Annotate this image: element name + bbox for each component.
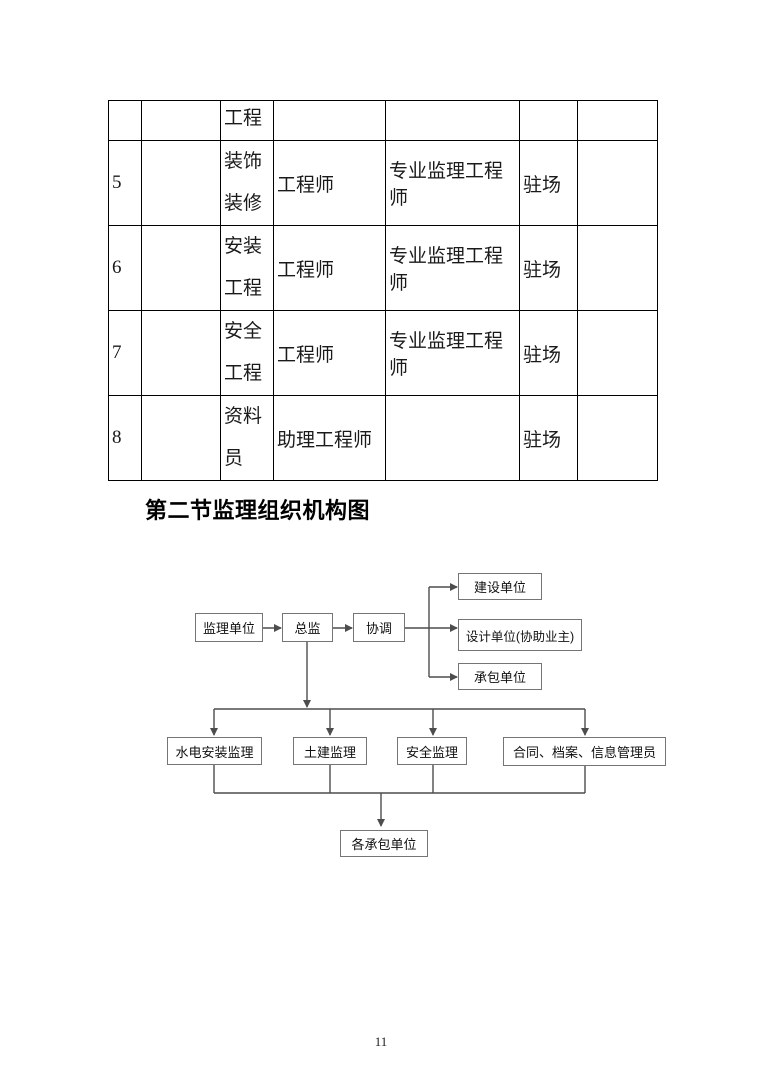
cell-qualification [385, 100, 520, 141]
cell-post: 资料 员 [220, 395, 274, 481]
cell-blank [577, 310, 658, 396]
cell-qualification: 专业监理工程师 [385, 140, 520, 226]
cell-blank [141, 140, 221, 226]
cell-status: 驻场 [519, 395, 578, 481]
node-civil-supervision: 土建监理 [293, 737, 367, 765]
staff-table: 工程 5 装饰 装修 工程师 专业监理工程师 驻场 6 安装 工程 工程师 专业… [108, 100, 658, 481]
table-row: 6 安装 工程 工程师 专业监理工程师 驻场 [108, 225, 658, 311]
cell-blank [141, 395, 221, 481]
page-number: 11 [374, 1034, 388, 1049]
cell-title: 工程师 [273, 310, 386, 396]
cell-num [108, 100, 142, 141]
cell-title: 工程师 [273, 140, 386, 226]
cell-status [519, 100, 578, 141]
cell-title: 工程师 [273, 225, 386, 311]
table-row: 8 资料 员 助理工程师 驻场 [108, 395, 658, 481]
node-mep-supervision: 水电安装监理 [167, 737, 262, 765]
node-safety-supervision: 安全监理 [397, 737, 467, 765]
cell-status: 驻场 [519, 140, 578, 226]
node-contract-archive-info-manager: 合同、档案、信息管理员 [503, 737, 666, 766]
node-chief-supervisor: 总监 [282, 613, 333, 642]
connector-lines [210, 583, 589, 827]
cell-post: 安装 工程 [220, 225, 274, 311]
cell-qualification [385, 395, 520, 481]
node-contractor-unit: 承包单位 [458, 663, 542, 690]
cell-qualification: 专业监理工程师 [385, 225, 520, 311]
cell-blank [577, 225, 658, 311]
cell-blank [577, 100, 658, 141]
table-row: 5 装饰 装修 工程师 专业监理工程师 驻场 [108, 140, 658, 226]
node-all-contractor-units: 各承包单位 [340, 830, 428, 857]
cell-post: 工程 [220, 100, 274, 141]
cell-blank [141, 225, 221, 311]
cell-post: 装饰 装修 [220, 140, 274, 226]
node-supervision-unit: 监理单位 [195, 613, 263, 642]
node-design-unit: 设计单位(协助业主) [458, 619, 582, 651]
cell-blank [141, 310, 221, 396]
cell-qualification: 专业监理工程师 [385, 310, 520, 396]
cell-status: 驻场 [519, 310, 578, 396]
cell-num: 7 [108, 310, 142, 396]
cell-title: 助理工程师 [273, 395, 386, 481]
node-construction-owner-unit: 建设单位 [458, 573, 542, 600]
cell-status: 驻场 [519, 225, 578, 311]
node-coordination: 协调 [353, 613, 405, 642]
cell-blank [577, 140, 658, 226]
cell-blank [577, 395, 658, 481]
table-row: 7 安全 工程 工程师 专业监理工程师 驻场 [108, 310, 658, 396]
section-heading: 第二节监理组织机构图 [145, 498, 371, 523]
